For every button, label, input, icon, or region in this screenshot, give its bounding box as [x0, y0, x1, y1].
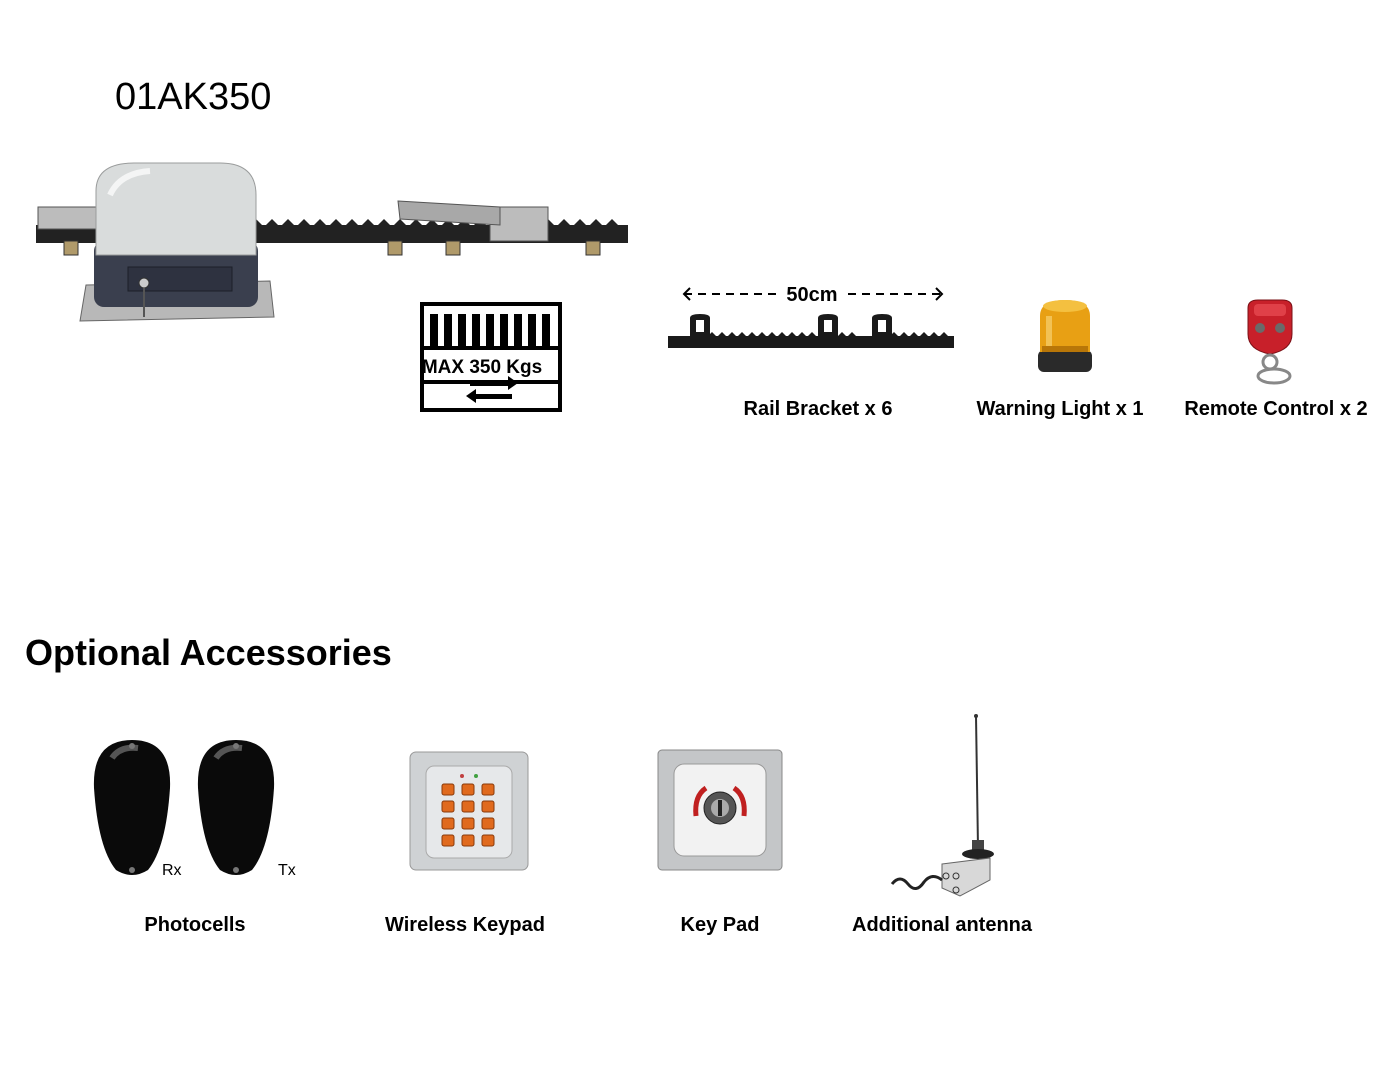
- wireless-keypad-image: [409, 751, 529, 871]
- remote-control-label: Remote Control x 2: [1184, 398, 1368, 420]
- rail-length-label: 50cm: [786, 284, 838, 306]
- photocell-rx-label: Rx: [162, 862, 182, 879]
- model-title: 01AK350: [115, 76, 272, 118]
- additional-antenna-label: Additional antenna: [852, 914, 1032, 936]
- photocells-label: Photocells: [144, 914, 246, 936]
- gate-capacity-label: MAX 350 Kgs: [422, 357, 543, 378]
- rail-bracket-label: Rail Bracket x 6: [743, 398, 893, 420]
- photocell-tx-image: [197, 740, 275, 875]
- optional-accessories-heading: Optional Accessories: [25, 632, 392, 673]
- warning-light-label: Warning Light x 1: [976, 398, 1144, 420]
- gate-capacity-icon: [420, 302, 562, 412]
- dimension-arrow-icon: [682, 287, 944, 301]
- wireless-keypad-label: Wireless Keypad: [385, 914, 545, 936]
- key-switch-image: [657, 749, 783, 871]
- remote-control-image: [1247, 299, 1293, 385]
- photocell-tx-label: Tx: [278, 862, 296, 879]
- rail-bracket-image: [668, 314, 954, 348]
- gate-motor-image: [36, 162, 628, 322]
- key-pad-label: Key Pad: [680, 914, 760, 936]
- photocell-rx-image: [93, 740, 171, 875]
- warning-light-image: [1038, 300, 1092, 372]
- antenna-image: [890, 714, 994, 897]
